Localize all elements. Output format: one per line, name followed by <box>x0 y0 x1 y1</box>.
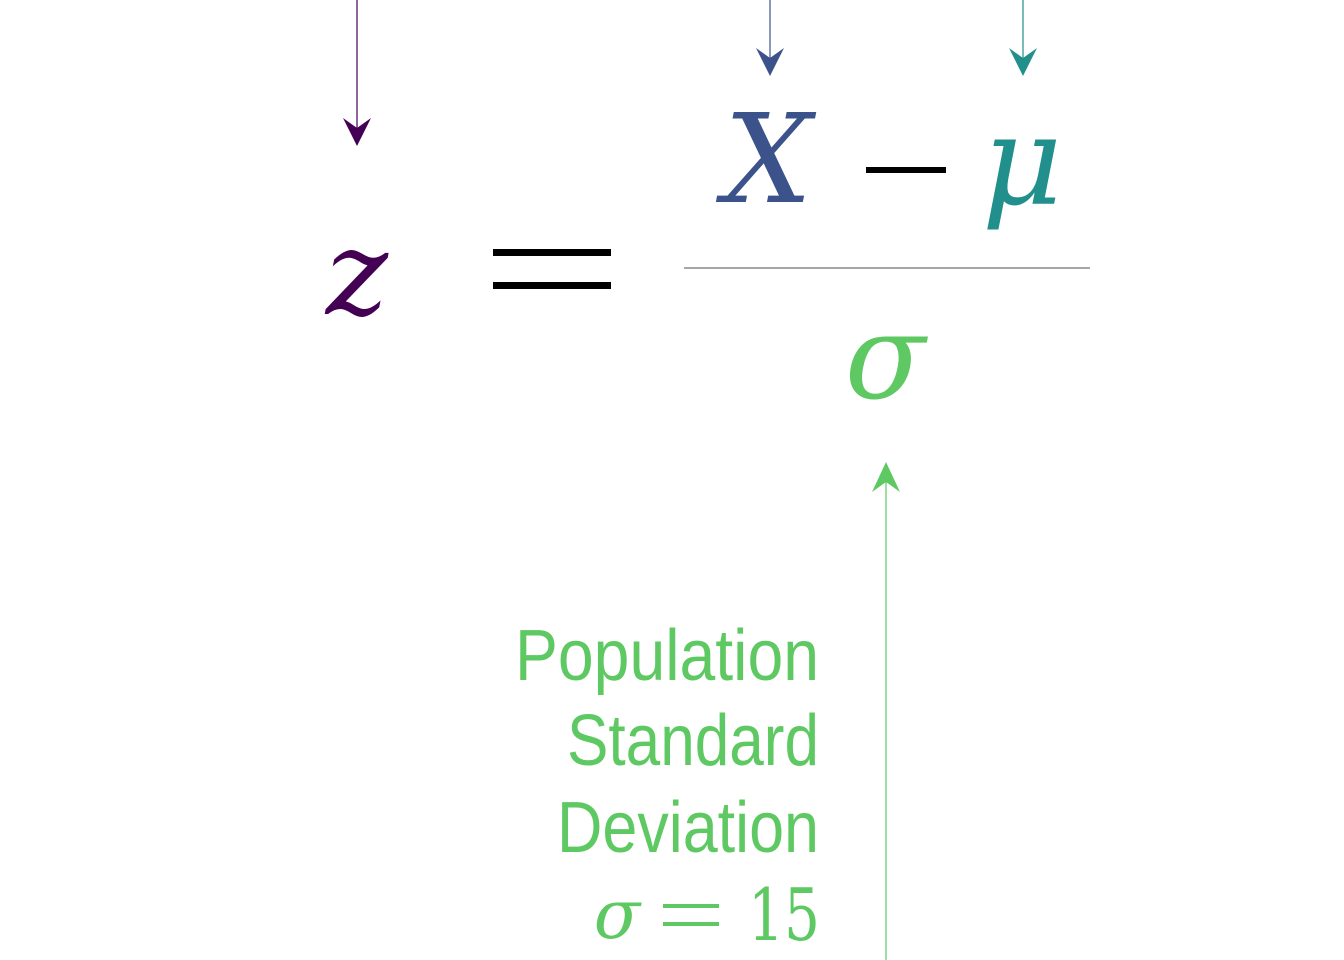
formula-equals-top-bar <box>493 249 611 256</box>
arrow-to-sigma-head <box>872 462 900 492</box>
sigma-annotation: Population Standard Deviation σ 15 <box>515 616 820 957</box>
arrow-to-x <box>756 0 784 76</box>
arrow-to-z <box>343 0 371 146</box>
sigma-annotation-line-2: Standard <box>567 701 819 781</box>
formula-denominator-sigma: σ <box>845 288 929 426</box>
arrow-to-mu <box>1009 0 1037 76</box>
sigma-annotation-value-equals <box>663 904 719 926</box>
formula-numerator-x: X <box>716 88 817 232</box>
arrow-to-x-head <box>756 48 784 76</box>
arrow-to-mu-head <box>1009 48 1037 76</box>
arrow-to-sigma <box>872 462 900 960</box>
sigma-annotation-equals-top-bar <box>663 904 719 908</box>
sigma-annotation-equals-bottom-bar <box>663 922 719 926</box>
arrow-to-z-head <box>343 118 371 146</box>
sigma-annotation-value-number: 15 <box>748 873 820 957</box>
sigma-annotation-line-3: Deviation <box>557 788 819 868</box>
formula-equals <box>493 249 611 289</box>
formula-z: z <box>324 204 389 342</box>
sigma-annotation-line-1: Population <box>515 616 819 696</box>
formula-numerator-mu: μ <box>982 90 1063 234</box>
formula-equals-bottom-bar <box>493 282 611 289</box>
sigma-annotation-value-symbol: σ <box>594 876 642 955</box>
formula-minus <box>866 167 946 173</box>
